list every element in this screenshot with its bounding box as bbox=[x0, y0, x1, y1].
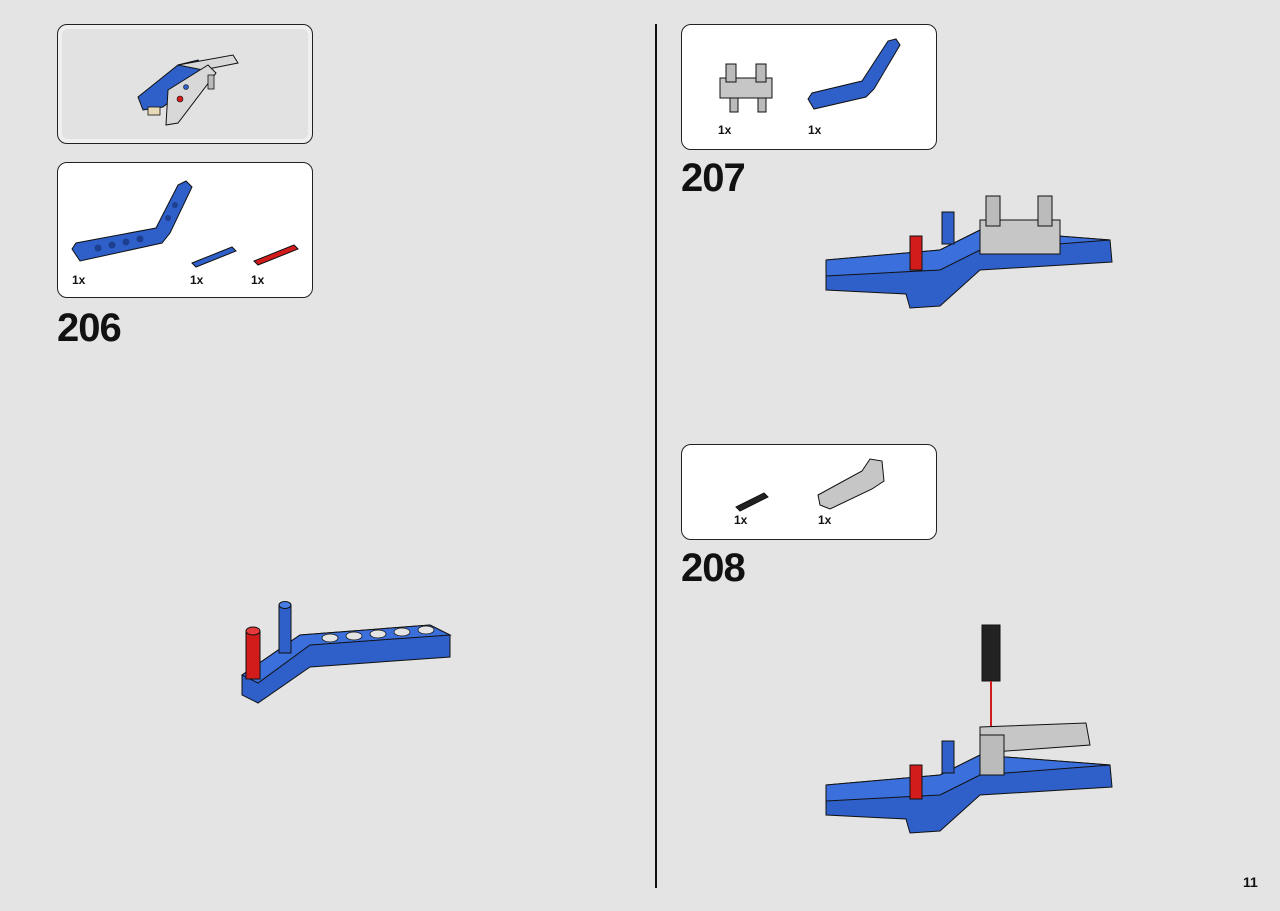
submodel-preview-image bbox=[137, 54, 239, 126]
assembly-illustration-208 bbox=[825, 624, 1113, 834]
part-blue-angled-beam bbox=[71, 180, 193, 262]
part-qty: 1x bbox=[190, 273, 204, 287]
assembly-illustration-206 bbox=[241, 601, 452, 704]
step-number: 207 bbox=[681, 156, 746, 200]
parts-callout-206: 1x 1x 1x bbox=[57, 162, 313, 298]
step-number: 206 bbox=[57, 306, 122, 350]
part-qty: 1x bbox=[718, 123, 732, 137]
part-black-pin bbox=[735, 492, 769, 512]
part-qty: 1x bbox=[72, 273, 86, 287]
page-number: 11 bbox=[1243, 874, 1258, 890]
parts-callout-208: 1x 1x bbox=[681, 444, 937, 540]
part-blue-angled-beam bbox=[807, 38, 901, 110]
part-qty: 1x bbox=[818, 513, 832, 527]
part-qty: 1x bbox=[808, 123, 822, 137]
part-qty: 1x bbox=[251, 273, 265, 287]
part-blue-axle-pin bbox=[191, 246, 237, 268]
part-gray-pin-connector bbox=[719, 63, 773, 113]
part-qty: 1x bbox=[734, 513, 748, 527]
part-gray-angled-beam bbox=[817, 458, 885, 510]
parts-callout-207: 1x 1x bbox=[681, 24, 937, 150]
step-number: 208 bbox=[681, 546, 746, 590]
assembly-illustration-207 bbox=[825, 195, 1113, 309]
submodel-preview-box bbox=[57, 24, 313, 144]
page-divider bbox=[655, 24, 657, 888]
part-red-axle-pin bbox=[253, 244, 299, 266]
